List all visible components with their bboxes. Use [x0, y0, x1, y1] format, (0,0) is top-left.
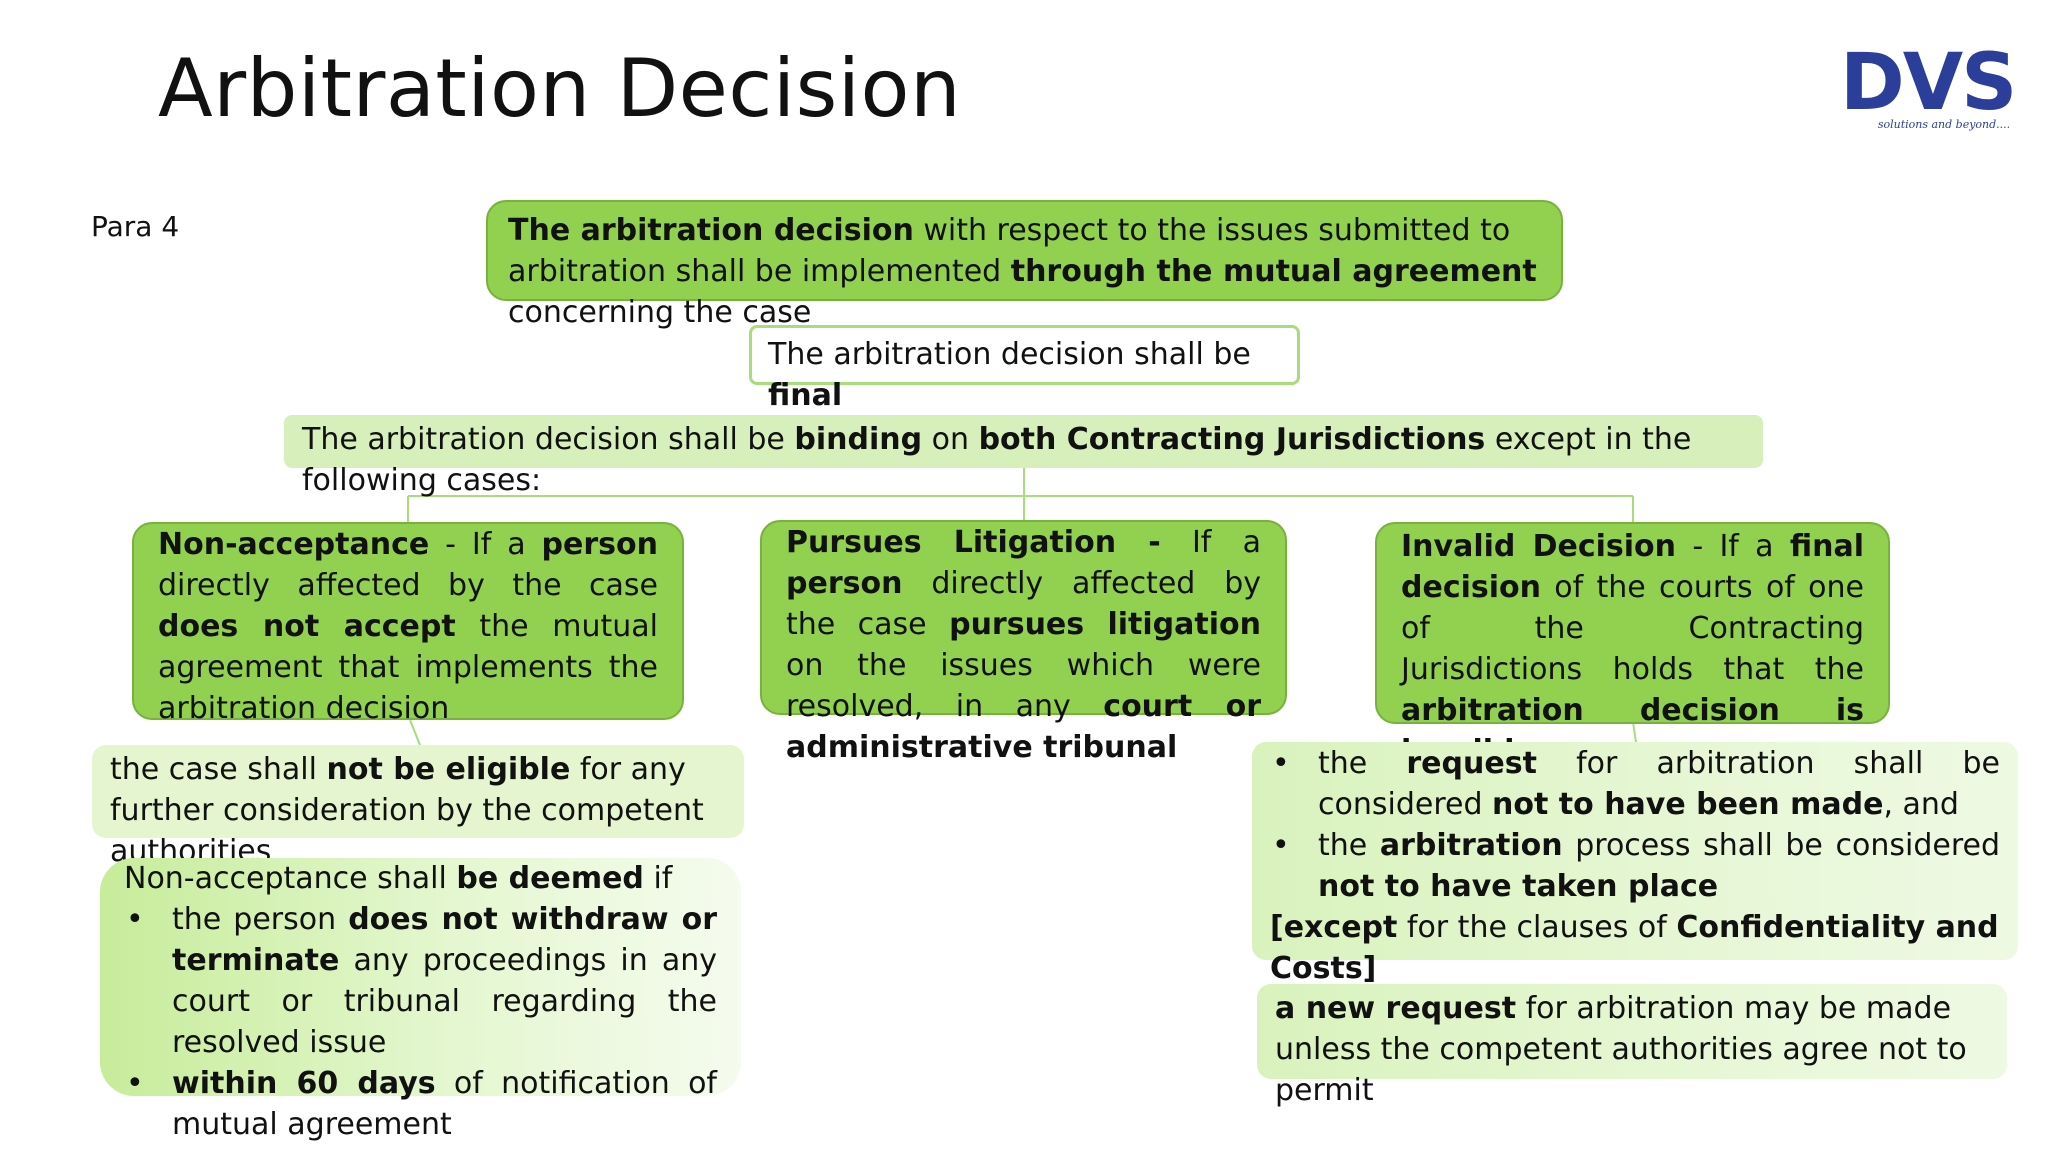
- invalid-effects-bullets: the request for arbitration shall be con…: [1270, 743, 2000, 907]
- binding-box: The arbitration decision shall be bindin…: [284, 415, 1763, 498]
- case-bold: person: [541, 527, 658, 562]
- top-box-text-2: concerning the case: [508, 295, 812, 330]
- case-invalid-decision: Invalid Decision - If a final decision o…: [1375, 522, 1890, 769]
- bullet-bold: not to have been made: [1492, 787, 1884, 822]
- case-non-acceptance: Non-acceptance - If a person directly af…: [132, 522, 684, 726]
- bullet-text: the person: [172, 902, 349, 937]
- case-text: the mutual agreement that implements the…: [158, 609, 658, 726]
- deemed-bullets: the person does not withdraw or terminat…: [124, 899, 717, 1145]
- deemed-bullet: within 60 days of notification of mutual…: [124, 1063, 717, 1145]
- bullet-text: any proceedings in any court or tribunal…: [172, 943, 717, 1060]
- case-text: on the issues which were resolved, in an…: [786, 648, 1261, 724]
- logo-text: DVS: [1840, 38, 2017, 128]
- case-bold: pursues litigation: [949, 607, 1261, 642]
- footer-bold: [except: [1270, 910, 1398, 945]
- effects-footer: [except for the clauses of Confidentiali…: [1270, 907, 2000, 989]
- not-eligible-box: the case shall not be eligible for any f…: [92, 745, 744, 869]
- effect-bullet: the request for arbitration shall be con…: [1270, 743, 2000, 825]
- binding-text-2: on: [922, 422, 979, 457]
- bullet-text: the: [1318, 746, 1407, 781]
- case-title: Non-acceptance: [158, 527, 430, 562]
- top-box-bold-1: The arbitration decision: [508, 213, 914, 248]
- case-bold: court or administrative tribunal: [786, 689, 1261, 765]
- final-box: The arbitration decision shall be final: [749, 325, 1300, 413]
- new-request-text: for arbitration may be made unless the c…: [1275, 991, 1967, 1108]
- bullet-text: , and: [1883, 787, 1959, 822]
- binding-text-1: The arbitration decision shall be: [302, 422, 795, 457]
- not-eligible-bold: not be eligible: [326, 752, 571, 787]
- bullet-bold: does not withdraw or terminate: [172, 902, 718, 978]
- case-bold: person: [786, 566, 903, 601]
- bullet-text: of notification of mutual agreement: [172, 1066, 717, 1142]
- case-text: of the courts of one of the Contracting …: [1401, 570, 1864, 687]
- top-box-bold-2: through the mutual agreement: [1010, 254, 1537, 289]
- para-label: Para 4: [91, 210, 180, 243]
- connector-right-down: [1632, 721, 1637, 743]
- bullet-bold: request: [1406, 746, 1537, 781]
- deemed-bullet: the person does not withdraw or terminat…: [124, 899, 717, 1063]
- new-request-box: a new request for arbitration may be mad…: [1257, 984, 2007, 1108]
- deemed-box: Non-acceptance shall be deemed if the pe…: [100, 858, 741, 1142]
- case-text: directly affected by the case: [158, 568, 658, 603]
- case-text: directly affected by the case: [786, 566, 1261, 642]
- case-bold: arbitration decision is invalid: [1401, 693, 1864, 769]
- case-text: - If a: [1676, 529, 1790, 564]
- deemed-text: if: [643, 861, 673, 896]
- bullet-bold: not to have taken place: [1318, 869, 1719, 904]
- bullet-text: for arbitration shall be considered: [1318, 746, 2000, 822]
- bullet-bold: arbitration: [1379, 828, 1563, 863]
- case-title: Pursues Litigation -: [786, 525, 1161, 560]
- binding-bold-1: binding: [794, 422, 923, 457]
- top-box-text-1: with respect to the issues submitted to …: [508, 213, 1511, 289]
- case-text: If a: [1160, 525, 1261, 560]
- invalid-effects-box: the request for arbitration shall be con…: [1252, 742, 2018, 986]
- case-text: - If a: [429, 527, 542, 562]
- binding-text-3: except in the following cases:: [302, 422, 1692, 498]
- binding-bold-2: both Contracting Jurisdictions: [978, 422, 1486, 457]
- final-box-bold: final: [768, 378, 843, 413]
- new-request-bold: a new request: [1275, 991, 1517, 1026]
- bullet-text: the: [1318, 828, 1380, 863]
- not-eligible-text: the case shall: [110, 752, 327, 787]
- case-title: Invalid Decision: [1401, 529, 1677, 564]
- deemed-text: Non-acceptance shall: [124, 861, 457, 896]
- page-title: Arbitration Decision: [158, 42, 962, 135]
- logo-tagline: solutions and beyond....: [1877, 118, 2011, 131]
- footer-bold: Confidentiality and Costs]: [1270, 910, 1999, 986]
- case-bold: does not accept: [158, 609, 456, 644]
- deemed-bold: be deemed: [456, 861, 644, 896]
- bullet-text: process shall be considered: [1562, 828, 2000, 863]
- effect-bullet: the arbitration process shall be conside…: [1270, 825, 2000, 907]
- implementation-box: The arbitration decision with respect to…: [486, 200, 1563, 330]
- bullet-bold: within 60 days: [172, 1066, 436, 1101]
- final-box-text: The arbitration decision shall be: [768, 337, 1251, 372]
- case-pursues-litigation: Pursues Litigation - If a person directl…: [760, 520, 1287, 765]
- dvs-logo: DVS solutions and beyond....: [1832, 34, 2030, 134]
- footer-text: for the clauses of: [1397, 910, 1677, 945]
- connector-left-down: [409, 719, 421, 746]
- case-bold: final decision: [1401, 529, 1865, 605]
- deemed-heading: Non-acceptance shall be deemed if: [124, 858, 717, 899]
